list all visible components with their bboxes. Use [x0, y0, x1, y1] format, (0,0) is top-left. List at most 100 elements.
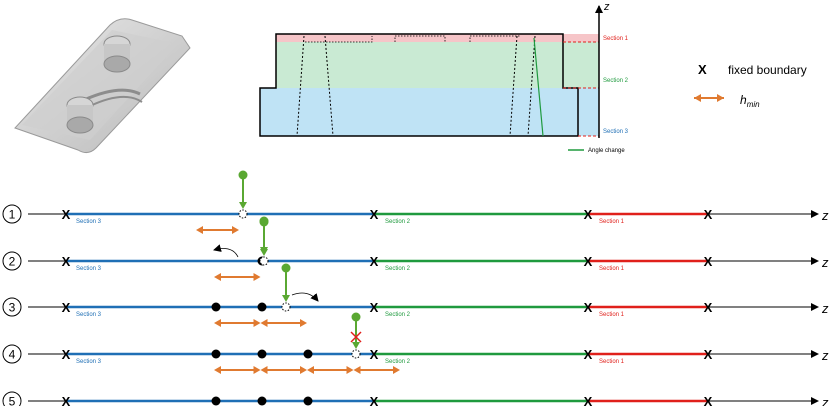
top-section1-label: Section 1 [603, 36, 629, 42]
fixed-boundary-x-icon: X [62, 207, 71, 222]
candidate-node [238, 209, 248, 219]
accepted-node [303, 396, 313, 406]
hmin-label: hmin [740, 93, 760, 109]
candidate-node [259, 256, 269, 266]
insertion-arrow [351, 312, 361, 349]
section2-region [276, 42, 599, 88]
fixed-boundary-x-icon: X [704, 207, 713, 222]
fixed-boundary-x-icon: X [704, 300, 713, 315]
fixed-boundary-x-icon: X [584, 300, 593, 315]
row-z-label: z [821, 395, 829, 406]
fixed-boundary-x-icon: X [62, 347, 71, 362]
accepted-node [211, 302, 221, 312]
step-number-circle [2, 344, 22, 364]
top-section3-label: Section 3 [603, 129, 629, 135]
hmin-subscript: min [747, 100, 760, 109]
step-row-3: 3 z X X X X Section 3 Section 2 Section 1 [2, 263, 829, 327]
rejected-cross-icon [350, 331, 362, 343]
accepted-node [257, 302, 267, 312]
row-section1-label: Section 1 [599, 312, 625, 318]
accepted-node [257, 396, 267, 406]
fixed-boundary-x-icon: X [584, 207, 593, 222]
insertion-arrow [238, 170, 248, 209]
green-source-dot [259, 217, 269, 227]
shift-left-arrow [213, 244, 239, 258]
accepted-node [303, 349, 313, 359]
fixed-boundary-x-icon: X [704, 394, 713, 406]
row-z-label: z [821, 208, 829, 223]
row-z-label: z [821, 255, 829, 270]
row-section1-label: Section 1 [599, 219, 625, 225]
insertion-arrow [259, 217, 269, 256]
fixed-boundary-x-icon: X [370, 254, 379, 269]
top-section2-label: Section 2 [603, 78, 629, 84]
top-z-axis-label: z [603, 1, 610, 13]
row-section3-label: Section 3 [76, 359, 102, 365]
accepted-node [257, 349, 267, 359]
hmin-arrow [196, 226, 239, 234]
hmin-arrow [353, 366, 400, 374]
step-number: 4 [9, 348, 16, 362]
step-number-circle [2, 391, 22, 406]
fixed-boundary-x-icon: X [584, 254, 593, 269]
step-number-circle [2, 204, 22, 224]
angle-change-legend-label: Angle change [588, 148, 625, 154]
row-section1-label: Section 1 [599, 266, 625, 272]
legend: X fixed boundary hmin [694, 62, 807, 109]
step-number-circle [2, 251, 22, 271]
fixed-boundary-x-icon: X [62, 254, 71, 269]
step-number: 3 [9, 301, 16, 315]
fixed-boundary-x-icon: X [584, 347, 593, 362]
row-z-label: z [821, 348, 829, 363]
fixed-boundary-x-icon: X [370, 394, 379, 406]
hmin-arrow [214, 366, 261, 374]
fixed-boundary-label: fixed boundary [728, 63, 807, 77]
candidate-node [281, 302, 291, 312]
row-section3-label: Section 3 [76, 312, 102, 318]
step-number: 1 [9, 208, 16, 222]
fixed-boundary-x-icon: X [370, 347, 379, 362]
hmin-arrow [214, 319, 261, 327]
accepted-node [211, 349, 221, 359]
row-section3-label: Section 3 [76, 219, 102, 225]
insertion-arrow [281, 263, 291, 302]
section1-region [276, 34, 599, 42]
row-section3-label: Section 3 [76, 266, 102, 272]
cross-section-diagram: z Section 1 Section 2 Section 3 Angle ch… [259, 1, 629, 154]
section3-region [260, 88, 599, 136]
green-source-dot [351, 312, 361, 322]
row-section2-label: Section 2 [385, 266, 411, 272]
x-mark-icon: X [698, 62, 707, 77]
hmin-arrow [214, 273, 261, 281]
step-number-circle [2, 297, 22, 317]
row-section2-label: Section 2 [385, 219, 411, 225]
accepted-node [211, 396, 221, 406]
microfluidic-chip-icon [14, 18, 191, 154]
fixed-boundary-x-icon: X [62, 394, 71, 406]
angle-change-line [533, 37, 544, 137]
double-headed-arrow-icon [694, 94, 724, 102]
fixed-boundary-x-icon: X [370, 207, 379, 222]
fixed-boundary-x-icon: X [62, 300, 71, 315]
fixed-boundary-x-icon: X [704, 254, 713, 269]
row-section2-label: Section 2 [385, 359, 411, 365]
step-row-1: 1 z X X X X Section 3 Section 2 Section 1 [2, 170, 829, 254]
fixed-boundary-x-icon: X [584, 394, 593, 406]
row-section2-label: Section 2 [385, 312, 411, 318]
hmin-arrow [260, 366, 307, 374]
step-row-2: 2 z X X X X Section 3 Section 2 Section 1 [2, 217, 829, 281]
row-z-label: z [821, 301, 829, 316]
hmin-arrow [307, 366, 354, 374]
green-source-dot [281, 263, 291, 273]
candidate-node [351, 349, 361, 359]
step-number: 2 [9, 255, 16, 269]
row-section1-label: Section 1 [599, 359, 625, 365]
green-source-dot [238, 170, 248, 180]
hmin-arrow [260, 319, 307, 327]
fixed-boundary-x-icon: X [370, 300, 379, 315]
step-number: 5 [9, 395, 16, 406]
